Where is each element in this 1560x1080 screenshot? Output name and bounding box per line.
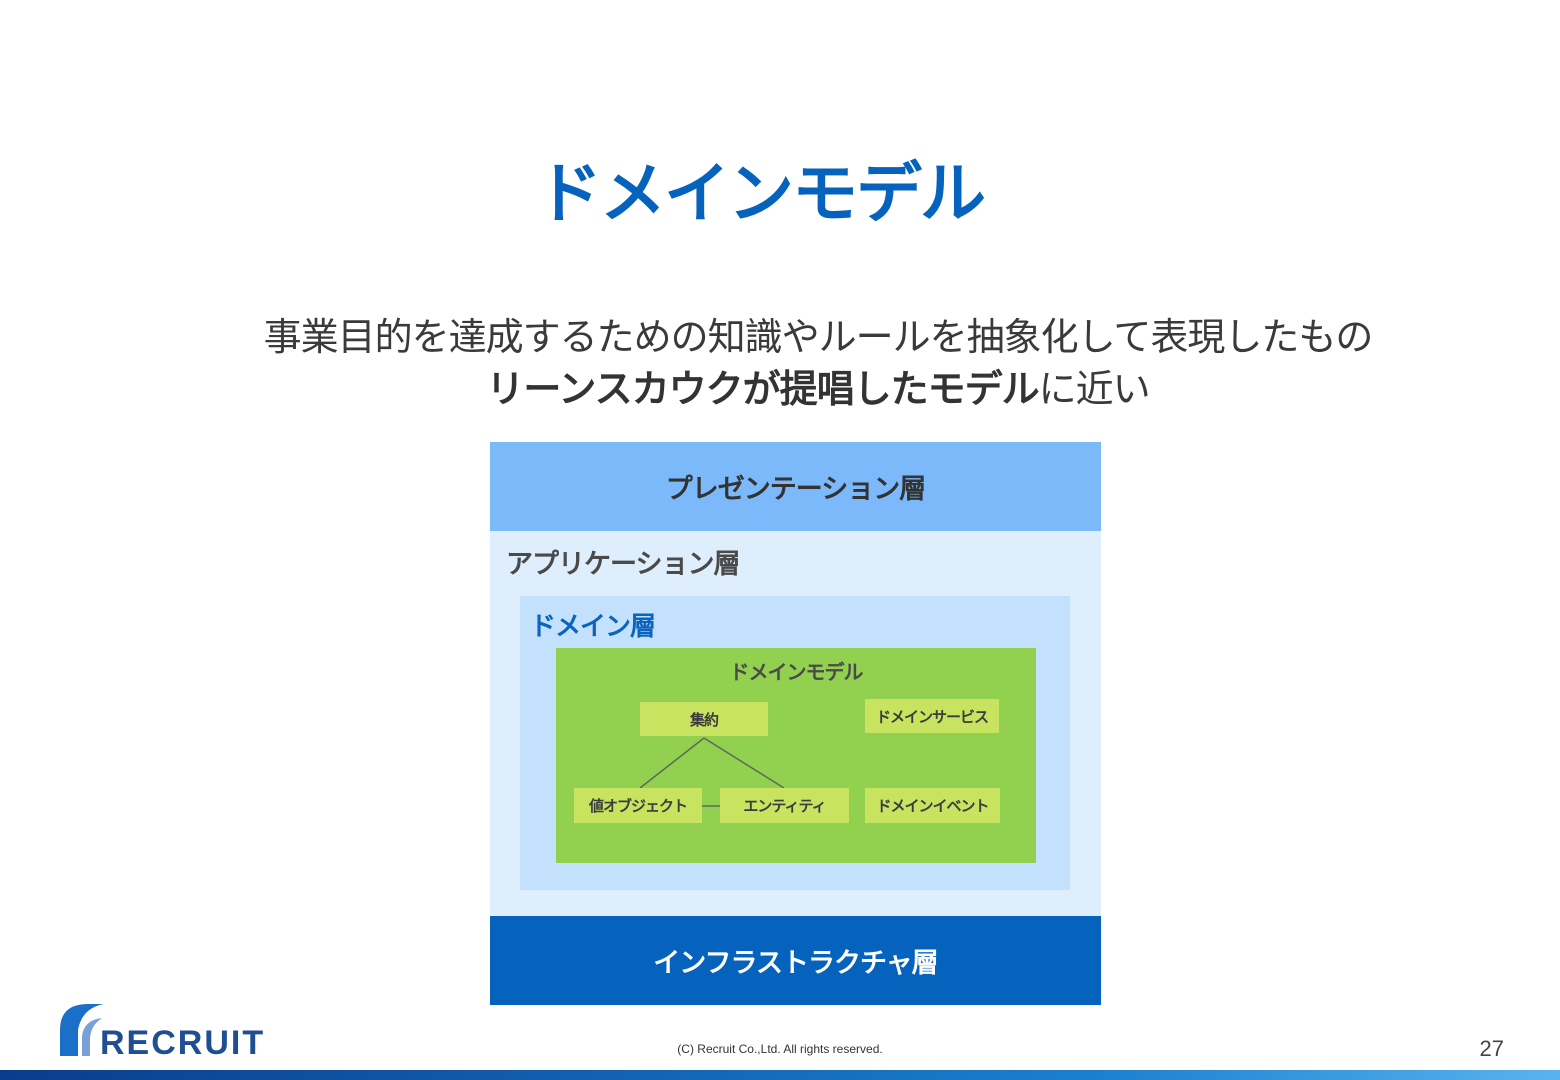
recruit-logo-icon xyxy=(60,1004,104,1056)
description-line-2: リーンスカウクが提唱したモデルに近い xyxy=(0,358,1560,413)
aggregate-to-value-object-line xyxy=(639,737,705,789)
description-bold: リーンスカウクが提唱したモデル xyxy=(486,367,1039,411)
page-number: 27 xyxy=(1479,1036,1504,1061)
description-rest: に近い xyxy=(1038,367,1151,411)
domain-layer-label: ドメイン層 xyxy=(530,612,656,642)
aggregate-to-entity-line xyxy=(703,737,785,789)
layered-architecture-diagram: プレゼンテーション層 アプリケーション層 ドメイン層 ドメインモデル 集約 ドメ… xyxy=(490,442,1101,1005)
bottom-accent-bar xyxy=(0,1070,1560,1080)
domain-event-box: ドメインイベント xyxy=(865,788,1000,823)
domain-model-label: ドメインモデル xyxy=(729,660,864,684)
value-object-box: 値オブジェクト xyxy=(574,788,702,823)
description-line-1: 事業目的を達成するための知識やルールを抽象化して表現したもの xyxy=(263,315,1374,359)
entity-box: エンティティ xyxy=(720,788,849,823)
aggregate-box: 集約 xyxy=(640,702,768,736)
logo-wordmark: RECRUIT xyxy=(100,1024,266,1062)
domain-service-box: ドメインサービス xyxy=(865,699,999,733)
application-layer-label: アプリケーション層 xyxy=(506,549,740,580)
relation-lines xyxy=(639,737,785,807)
copyright: (C) Recruit Co.,Ltd. All rights reserved… xyxy=(677,1042,883,1056)
slide-title: ドメインモデル xyxy=(536,155,986,232)
presentation-layer: プレゼンテーション層 xyxy=(490,442,1101,531)
infrastructure-layer: インフラストラクチャ層 xyxy=(490,916,1101,1005)
domain-model: ドメインモデル 集約 ドメインサービス 値オブジェクト エンティティ ドメインイ… xyxy=(556,648,1036,863)
domain-layer: ドメイン層 ドメインモデル 集約 ドメインサービス 値オブジェクト エンティティ… xyxy=(520,596,1070,890)
